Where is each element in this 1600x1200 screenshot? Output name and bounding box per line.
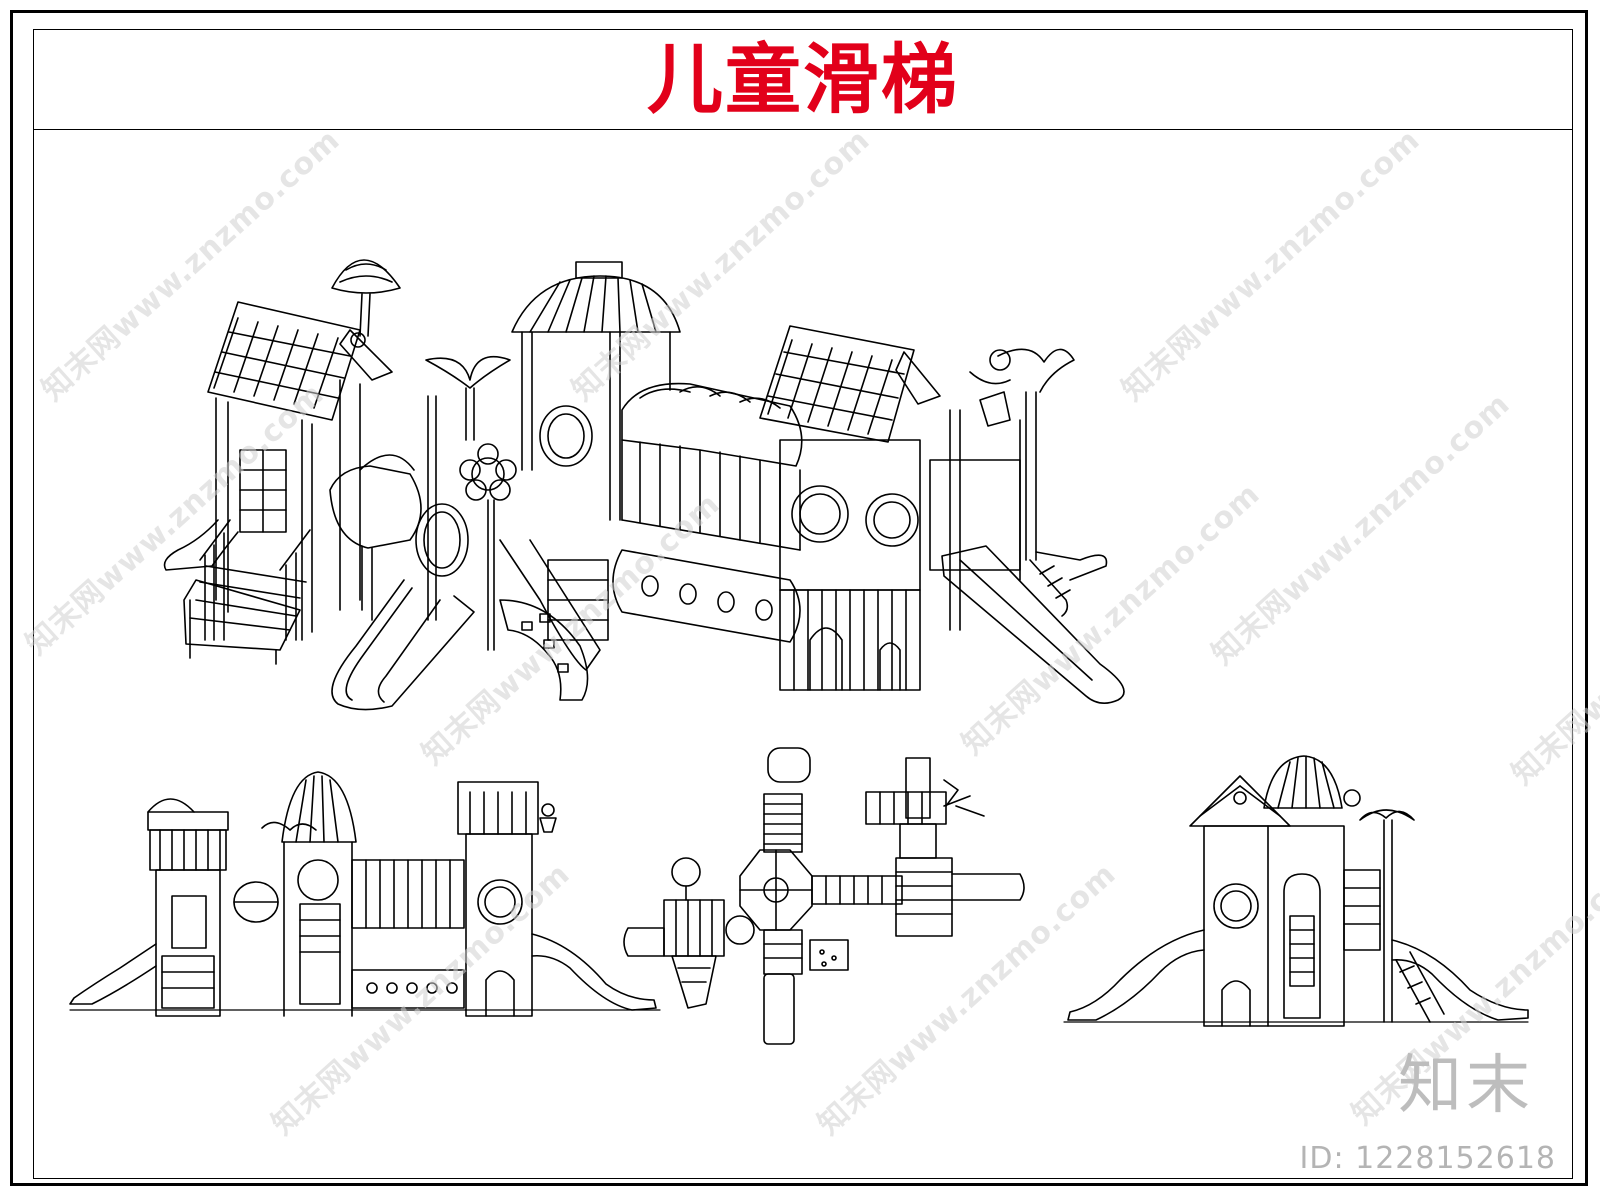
side-elevation (1063, 755, 1529, 1027)
tunnel-bridge (612, 382, 803, 643)
left-slides (329, 454, 475, 711)
dome-tower (499, 261, 681, 701)
brand-mark: 知末 (1398, 1049, 1534, 1123)
front-elevation (69, 771, 661, 1017)
plan-view (623, 747, 1025, 1045)
title-band: 儿童滑梯 (34, 30, 1572, 130)
drawing-sheet-border: 儿童滑梯 (10, 10, 1588, 1186)
id-label: ID: 1228152618 (1299, 1141, 1556, 1176)
right-slide (929, 391, 1125, 704)
page-title: 儿童滑梯 (647, 35, 959, 124)
left-house (163, 259, 401, 665)
decorations (425, 348, 1075, 651)
right-house (759, 325, 941, 691)
drawing-frame: 儿童滑梯 (33, 29, 1573, 1179)
perspective-view (163, 259, 1125, 711)
